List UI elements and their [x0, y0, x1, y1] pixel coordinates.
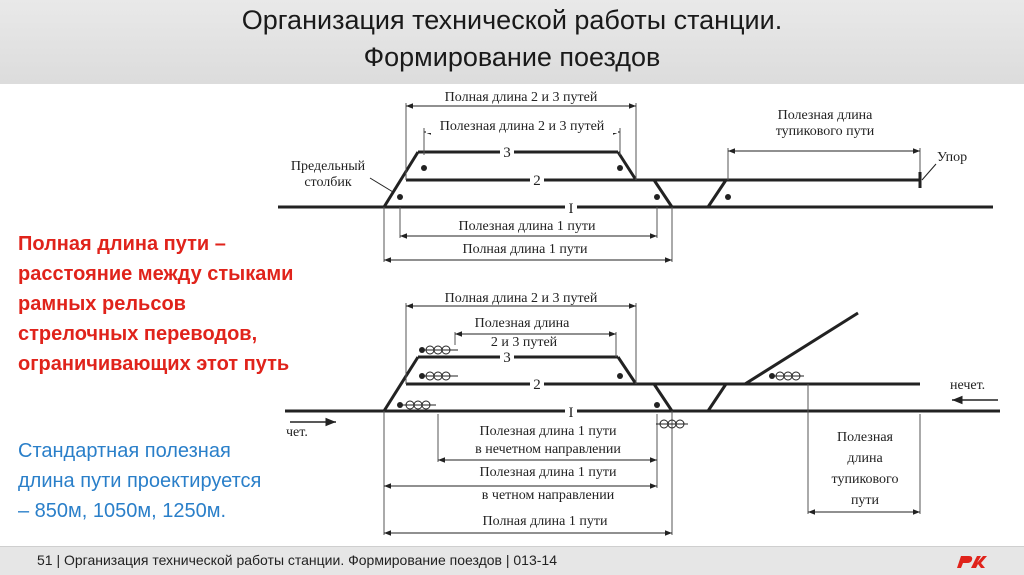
bottom-deadend-branch [744, 311, 859, 386]
bottom-turnout-left [382, 356, 420, 412]
top-track-3-number: 3 [503, 145, 511, 161]
bottom-deadend-label-4: пути [851, 493, 880, 508]
bottom-turnout-3-right [616, 356, 638, 385]
top-turnout-3-right [616, 151, 638, 181]
definition-line: Полная длина пути – [18, 233, 226, 255]
definition-line: расстояние между стыками [18, 263, 294, 285]
top-turnout-2-right [652, 179, 674, 208]
definition-line: стрелочных переводов, [18, 323, 258, 345]
bottom-useful-even-label-1: Полезная длина 1 пути [480, 465, 617, 480]
definition-line: ограничивающих этот путь [18, 353, 290, 375]
top-track-1-number: I [569, 201, 574, 217]
bottom-crossover [706, 383, 728, 412]
standard-length-note: Стандартная полезная длина пути проектир… [18, 436, 358, 526]
slide-title: Организация технической работы станции. … [0, 2, 1024, 76]
even-direction-label: чет. [286, 425, 308, 440]
definition-line: рамных рельсов [18, 293, 186, 315]
top-crossover [706, 179, 728, 208]
top-stop-label: Упор [937, 150, 967, 165]
top-track-2-number: 2 [533, 173, 541, 189]
bottom-track-diagram [285, 303, 1000, 536]
bottom-track-2-number: 2 [533, 377, 541, 393]
footer-text: 51 | Организация технической работы стан… [37, 552, 557, 568]
bottom-track-1-number: I [569, 405, 574, 421]
bottom-useful-23-label-1: Полезная длина [475, 316, 571, 331]
title-line-2: Формирование поездов [363, 42, 661, 72]
bottom-full-1-label: Полная длина 1 пути [483, 514, 608, 529]
bottom-useful-odd-label-1: Полезная длина 1 пути [480, 424, 617, 439]
top-deadend-label-2: тупикового пути [776, 124, 875, 139]
bottom-full-23-label: Полная длина 2 и 3 путей [445, 291, 598, 306]
top-limit-posts [397, 165, 731, 200]
limit-post-label-1: Предельный [291, 159, 366, 174]
title-line-1: Организация технической работы станции. [241, 5, 783, 35]
bottom-deadend-label-1: Полезная [837, 430, 894, 445]
bottom-track-3-number: 3 [503, 350, 511, 366]
top-full-23-label: Полная длина 2 и 3 путей [445, 90, 598, 105]
top-useful-1-label: Полезная длина 1 пути [459, 219, 596, 234]
top-deadend-label-1: Полезная длина [778, 108, 874, 123]
bottom-useful-23-label-2: 2 и 3 путей [491, 335, 558, 350]
bottom-useful-even-label-2: в четном направлении [482, 488, 615, 503]
bottom-deadend-label-3: тупикового [832, 472, 899, 487]
standard-line: Стандартная полезная [18, 440, 231, 462]
signals [402, 345, 804, 429]
full-length-definition: Полная длина пути – расстояние между сты… [18, 229, 358, 379]
top-turnout-left [382, 151, 420, 208]
track-layout-diagram: Полная длина 2 и 3 путей Полезная длина … [278, 90, 1000, 536]
bottom-useful-odd-label-2: в нечетном направлении [475, 442, 621, 457]
rzd-logo-icon [957, 556, 987, 568]
bottom-turnout-2-right [652, 383, 674, 412]
bottom-limit-posts [397, 347, 775, 408]
top-track-diagram [278, 103, 993, 263]
top-full-1-label: Полная длина 1 пути [463, 242, 588, 257]
standard-line: – 850м, 1050м, 1250м. [18, 500, 227, 522]
bottom-deadend-label-2: длина [847, 451, 883, 466]
slide-header [0, 0, 1024, 84]
slide-footer: 51 | Организация технической работы стан… [0, 546, 1024, 575]
top-useful-23-label: Полезная длина 2 и 3 путей [440, 119, 605, 134]
limit-post-label-2: столбик [304, 175, 352, 190]
standard-line: длина пути проектируется [18, 470, 262, 492]
odd-direction-label: нечет. [950, 378, 985, 393]
